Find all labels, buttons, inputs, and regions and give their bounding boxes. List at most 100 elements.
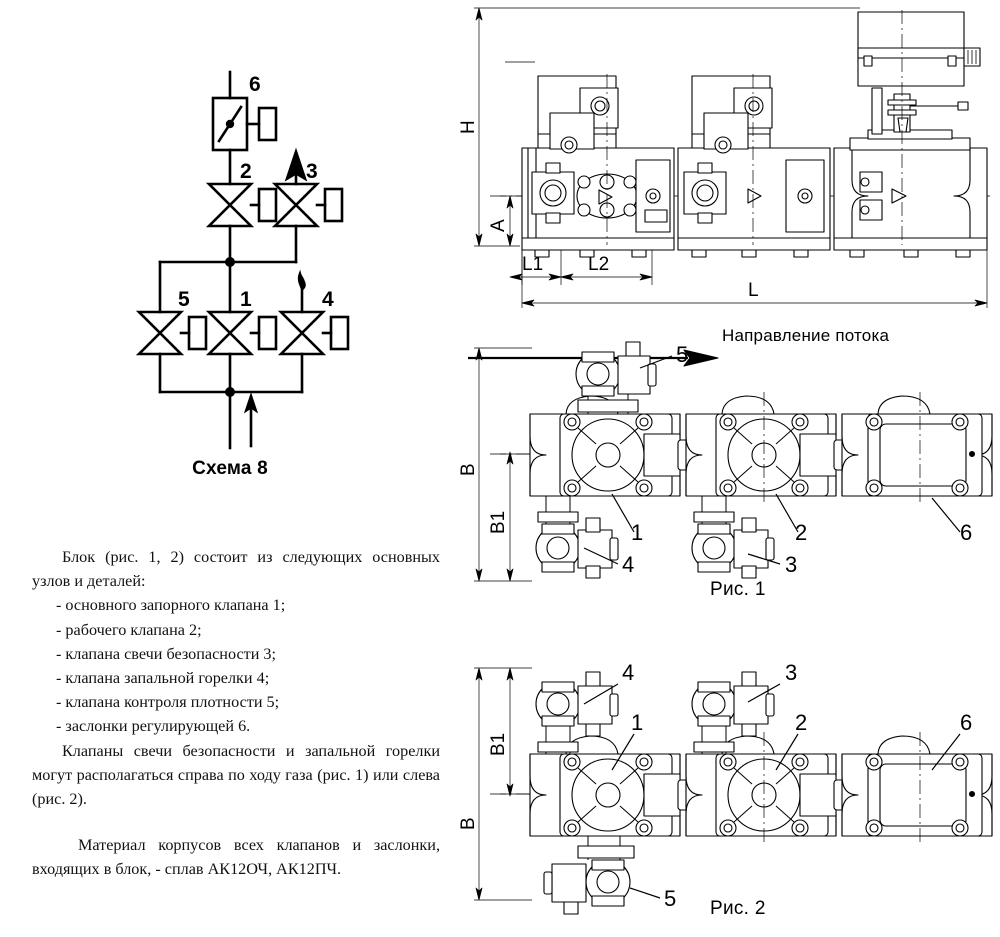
damper-cover bbox=[879, 423, 967, 487]
fig2-valve-5 bbox=[543, 836, 635, 915]
valve-1-symbol bbox=[205, 310, 278, 356]
fig1-callout-6: 6 bbox=[960, 520, 972, 545]
dim-A-arrow-top bbox=[506, 195, 514, 209]
valve-5-actuator bbox=[187, 315, 208, 351]
dim-label-L: L bbox=[748, 280, 759, 301]
valve-6-pivot bbox=[225, 119, 235, 129]
fig2-valve-1 bbox=[529, 735, 689, 837]
figure-2-caption: Рис. 2 bbox=[710, 898, 766, 919]
valve-5-body bbox=[135, 310, 185, 356]
figure-2-plan-view: 4 3 1 2 6 5 B B1 bbox=[460, 660, 993, 915]
dim-B-arrow-bot-f2 bbox=[475, 887, 483, 901]
dim-label-B-fig1: B bbox=[460, 463, 479, 476]
fig2-callout-2: 2 bbox=[795, 710, 807, 735]
dim-B1-arrow-top-f2 bbox=[506, 667, 514, 681]
leader-5-f2 bbox=[629, 887, 661, 899]
dim-label-B-fig2: B bbox=[460, 817, 479, 830]
dim-L2-arrow-r bbox=[639, 273, 653, 281]
valve-5-symbol bbox=[135, 310, 208, 356]
schematic-label-1: 1 bbox=[240, 288, 252, 311]
dim-B1-arrow-bot-f2 bbox=[506, 783, 514, 797]
fig2-damper-6 bbox=[841, 735, 993, 837]
material-paragraph: Материал корпусов всех клапанов и заслон… bbox=[32, 836, 440, 879]
flow-arrow-head bbox=[683, 349, 719, 367]
fig1-callout-4: 4 bbox=[622, 552, 634, 577]
list-item: - клапана запальной горелки 4; bbox=[56, 669, 270, 688]
pilot-flame-icon bbox=[297, 269, 306, 292]
dim-H-arrow-bottom bbox=[475, 233, 483, 247]
fig2-valve-3 bbox=[691, 671, 775, 754]
fig1-callout-5: 5 bbox=[676, 342, 688, 367]
dim-B-arrow-top bbox=[475, 347, 483, 361]
dim-L-arrow-l bbox=[521, 299, 535, 307]
valve-3-symbol bbox=[271, 182, 344, 228]
fig1-callout-3: 3 bbox=[785, 552, 797, 577]
flow-direction-label: Направление потока bbox=[722, 326, 890, 345]
fig1-callout-2: 2 bbox=[795, 520, 807, 545]
schematic-svg: 6 2 3 5 1 4 bbox=[135, 70, 350, 450]
valve-2-body bbox=[205, 182, 255, 228]
schematic-label-3: 3 bbox=[306, 160, 318, 183]
dim-label-A: A bbox=[488, 219, 509, 232]
list-item: - заслонки регулирующей 6. bbox=[56, 717, 251, 736]
damper-cover-f2 bbox=[879, 763, 967, 827]
fig1-valve-4 bbox=[535, 496, 619, 579]
schematic-label-2: 2 bbox=[240, 160, 252, 183]
figure-1-plan-view: 5 1 4 2 3 6 B B1 bbox=[460, 341, 993, 582]
dim-L2-arrow-l bbox=[560, 273, 574, 281]
gas-train-schematic: 6 2 3 5 1 4 Схема 8 bbox=[0, 0, 460, 500]
schematic-label-6: 6 bbox=[249, 73, 261, 96]
schematic-label-5: 5 bbox=[178, 288, 190, 311]
dim-A-arrow-bottom bbox=[506, 233, 514, 247]
list-item: - основного запорного клапана 1; bbox=[56, 596, 286, 615]
list-item: - рабочего клапана 2; bbox=[56, 620, 202, 639]
dim-label-L2: L2 bbox=[588, 254, 609, 275]
valve-4-body bbox=[277, 310, 327, 356]
schematic-title: Схема 8 bbox=[192, 458, 268, 479]
dim-label-B1-fig2: B1 bbox=[488, 733, 509, 756]
leader-3 bbox=[747, 553, 781, 565]
intro-paragraph: Блок (рис. 1, 2) состоит из следующих ос… bbox=[32, 548, 440, 591]
leader-2 bbox=[775, 493, 799, 533]
leader-3-f2 bbox=[747, 683, 781, 703]
valve-2-actuator bbox=[257, 187, 278, 223]
dim-B1-arrow-top bbox=[506, 451, 514, 465]
fig2-callout-5: 5 bbox=[664, 886, 676, 911]
note-paragraph: Клапаны свечи безопасности и запальной г… bbox=[32, 741, 440, 809]
fig1-callout-1: 1 bbox=[631, 520, 643, 545]
valve-1-actuator bbox=[257, 315, 278, 351]
fig2-callout-1: 1 bbox=[631, 710, 643, 735]
valve-body-1 bbox=[521, 75, 675, 258]
fig2-valve-4 bbox=[535, 671, 619, 754]
damper-body-6 bbox=[833, 11, 988, 258]
dim-label-H: H bbox=[460, 120, 479, 134]
valve-4-actuator bbox=[329, 315, 350, 351]
description-text-block: Блок (рис. 1, 2) состоит из следующих ос… bbox=[32, 545, 440, 882]
fig1-damper-6 bbox=[841, 395, 993, 497]
valve-2-symbol bbox=[205, 182, 278, 228]
leader-2-f2 bbox=[775, 733, 799, 771]
figure-1-caption: Рис. 1 bbox=[710, 579, 766, 600]
flow-arrow-2 bbox=[747, 188, 762, 204]
fig1-valve-3 bbox=[691, 496, 775, 579]
valve-1-body bbox=[205, 310, 255, 356]
vent-arrow-icon bbox=[284, 147, 308, 182]
leader-4-f2 bbox=[583, 683, 619, 705]
flow-arrow-6 bbox=[891, 188, 907, 204]
left-column: 6 2 3 5 1 4 Схема 8 Блок (рис. 1, 2) сос… bbox=[0, 0, 460, 937]
fig2-valve-2 bbox=[685, 735, 845, 837]
dim-L1-arrow-l bbox=[509, 273, 523, 281]
list-item: - клапана свечи безопасности 3; bbox=[56, 644, 277, 663]
dim-label-L1: L1 bbox=[522, 254, 543, 275]
valve-3-body bbox=[271, 182, 321, 228]
right-column: H A L1 L2 L Направление потока bbox=[460, 0, 1000, 937]
leader-6-f2 bbox=[931, 733, 961, 771]
dim-label-B1-fig1: B1 bbox=[488, 511, 509, 534]
fig1-valve-5 bbox=[575, 341, 657, 414]
dim-H-arrow-top bbox=[475, 7, 483, 21]
leader-5 bbox=[639, 355, 673, 369]
dim-B-arrow-bot bbox=[475, 568, 483, 582]
list-item: - клапана контроля плотности 5; bbox=[56, 693, 280, 712]
valve-3-actuator bbox=[323, 187, 344, 223]
